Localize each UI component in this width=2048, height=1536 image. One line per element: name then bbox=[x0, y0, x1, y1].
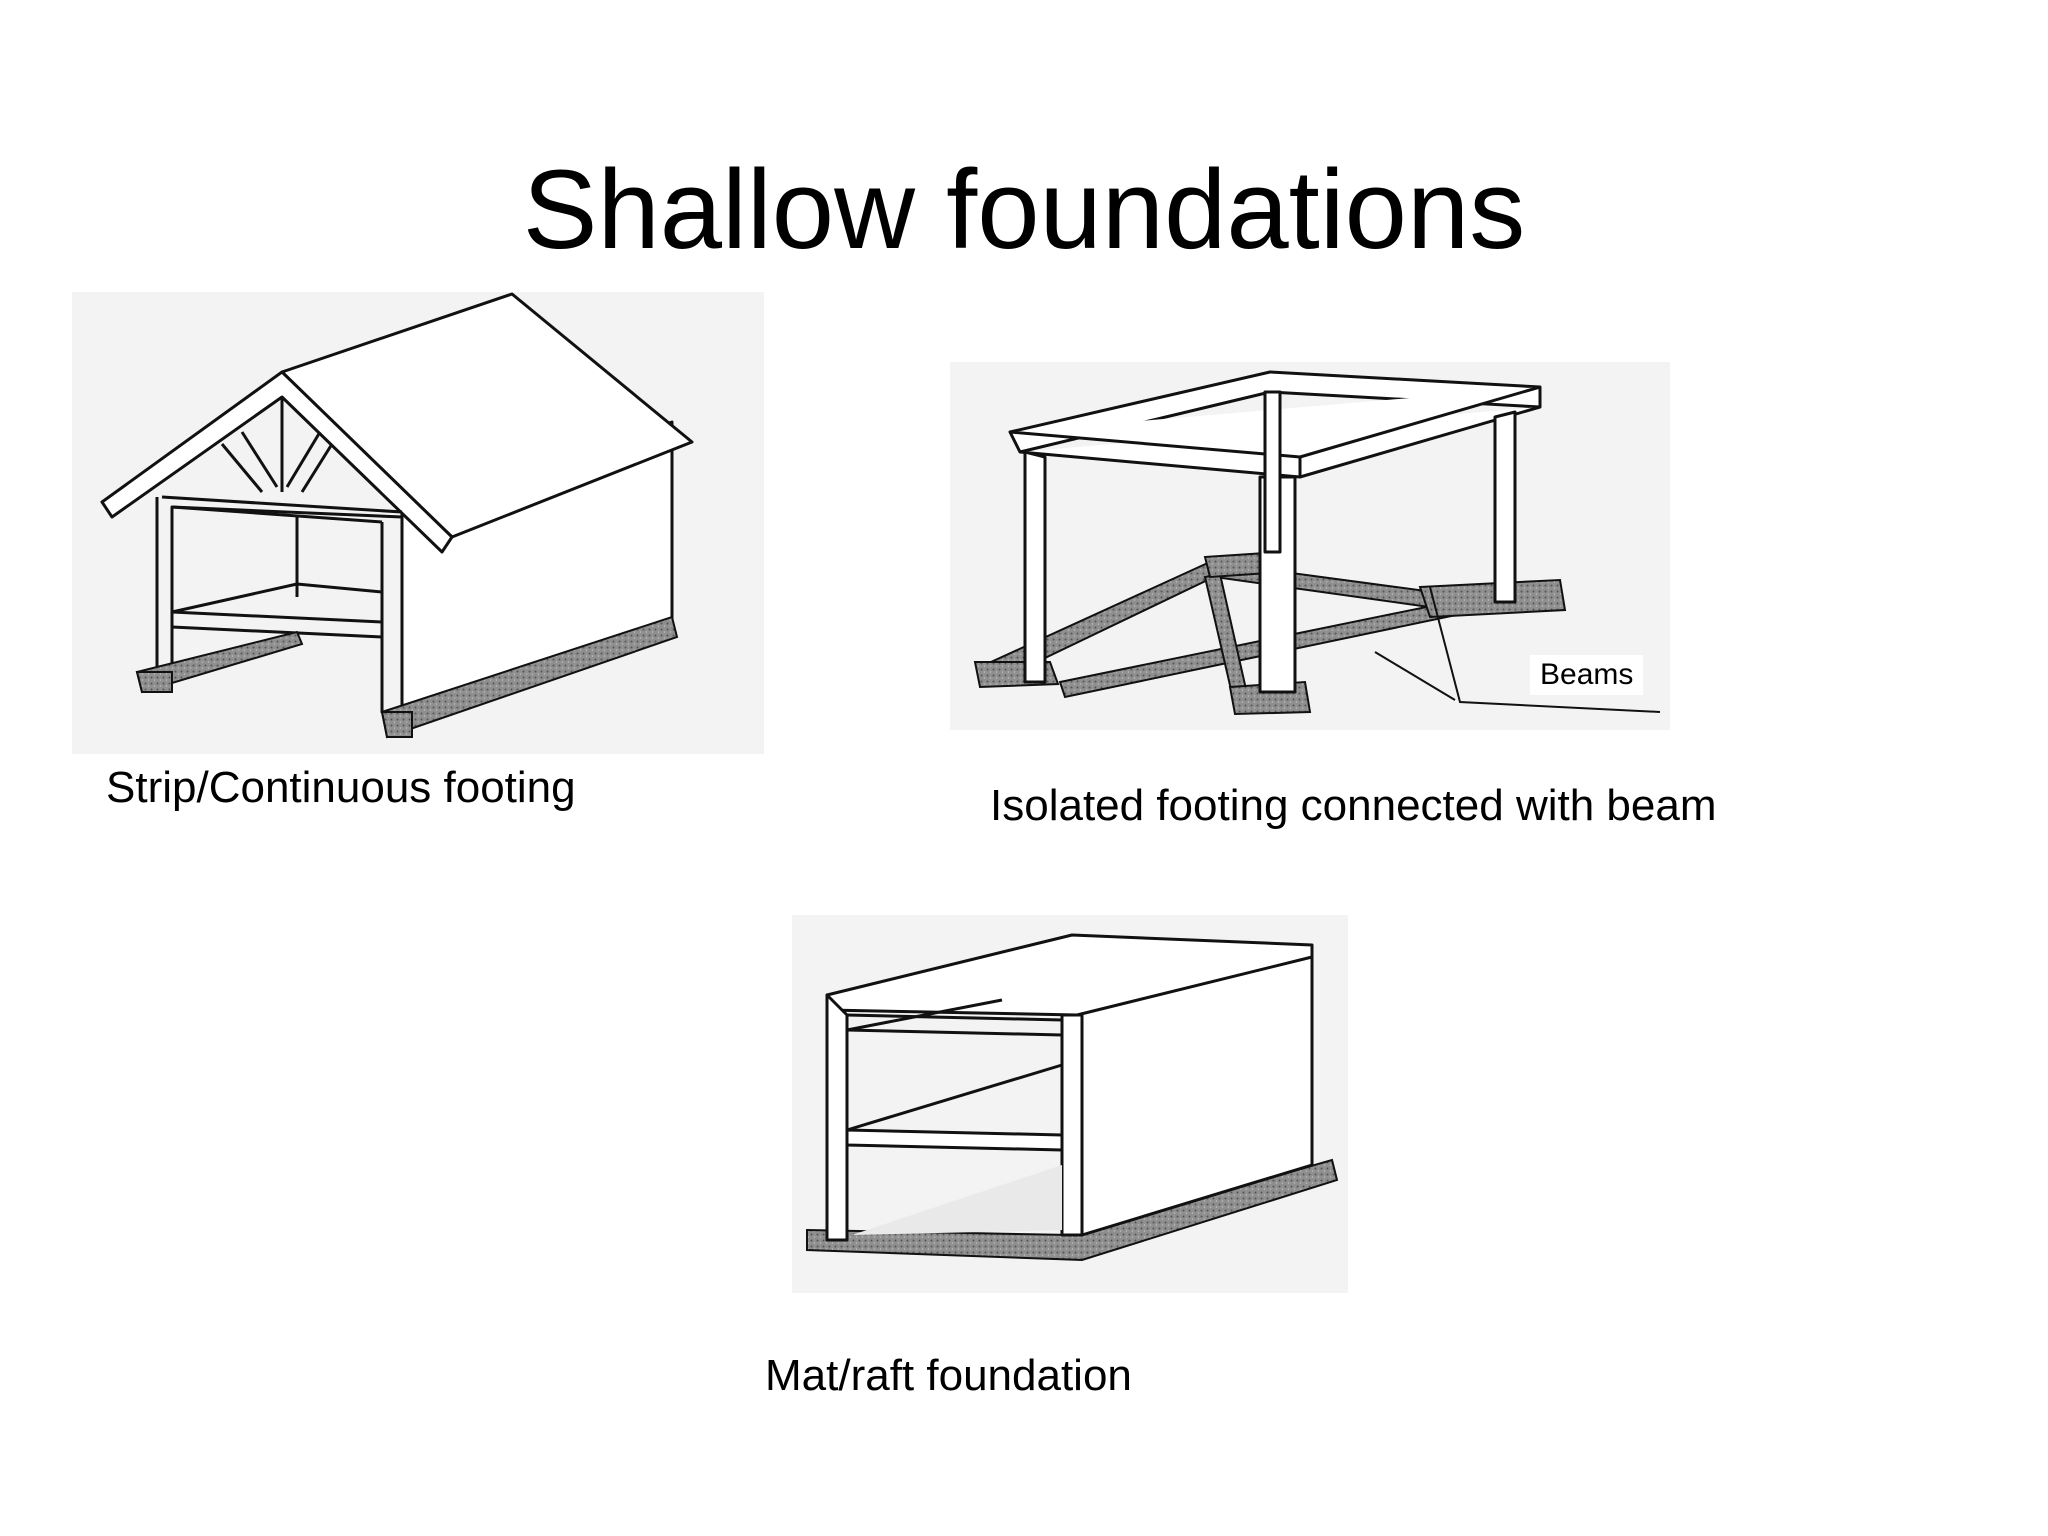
slide-title: Shallow foundations bbox=[522, 147, 1526, 273]
isolated-footing-illustration bbox=[950, 362, 1670, 730]
mat-foundation-illustration bbox=[792, 915, 1348, 1293]
isolated-footing-caption: Isolated footing connected with beam bbox=[990, 781, 1717, 830]
mat-foundation-caption: Mat/raft foundation bbox=[765, 1351, 1132, 1400]
strip-footing-caption: Strip/Continuous footing bbox=[106, 763, 576, 812]
strip-footing-illustration bbox=[72, 292, 764, 754]
beams-callout-label: Beams bbox=[1530, 655, 1644, 695]
